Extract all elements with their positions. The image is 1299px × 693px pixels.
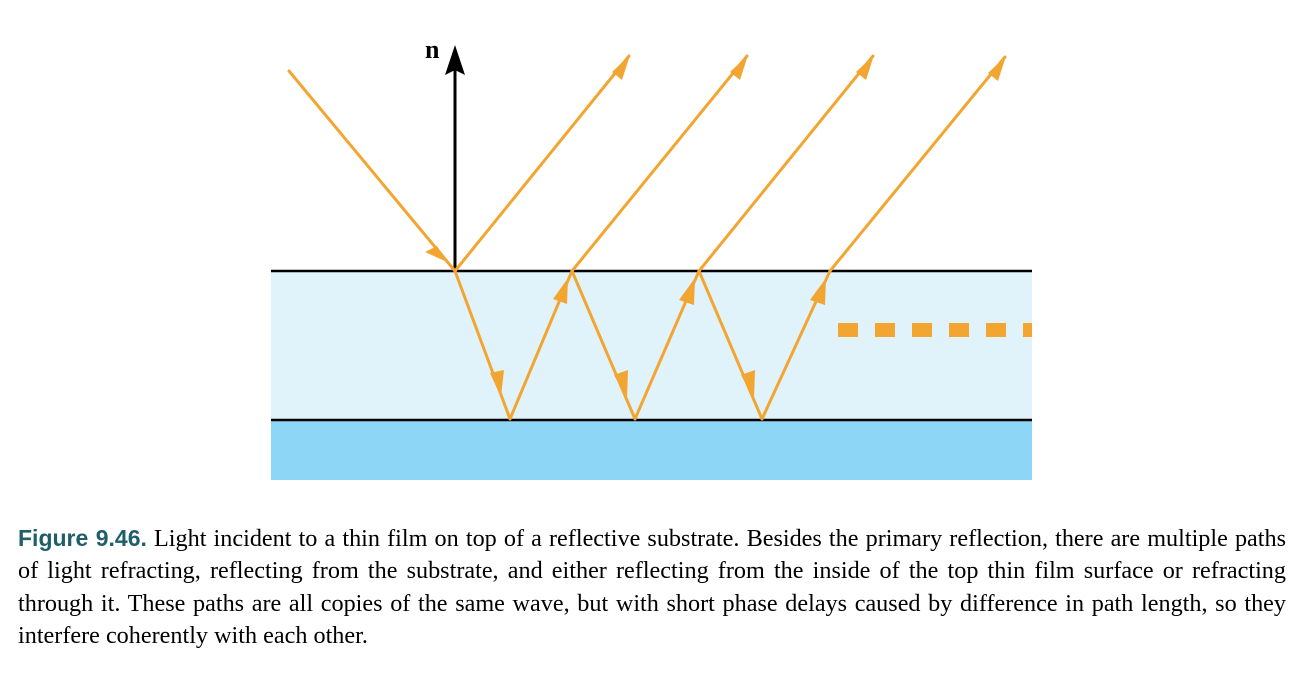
primary-reflection-ray [453,54,631,273]
exit-2-arrowhead [856,55,874,80]
figure-caption: Figure 9.46. Light incident to a thin fi… [18,522,1286,653]
normal-label: n [425,35,440,64]
up-3-arrowhead [810,278,826,305]
down-2-arrowhead [614,370,628,399]
exit-3-arrowhead [988,56,1006,81]
exit-ray-2 [697,54,875,273]
up-1-arrowhead [553,278,568,304]
primary-reflection-arrowhead [612,55,630,80]
incident-arrowhead [425,246,447,262]
caption-label: Figure 9.46. [18,525,147,551]
exit-1-arrowhead [730,55,748,80]
surface-normal: n [425,35,465,271]
caption-text: Light incident to a thin film on top of … [18,525,1287,650]
exit-ray-3 [828,55,1007,273]
incident-ray [287,69,457,273]
up-2-arrowhead [679,278,695,305]
refracted-1-arrowhead [490,370,504,397]
down-3-arrowhead [741,370,755,399]
exit-ray-1 [570,54,749,273]
substrate-layer [271,420,1032,480]
thin-film-layer [271,271,1032,420]
thin-film-diagram: n [271,35,1032,480]
ray-arrowheads [425,55,1006,399]
